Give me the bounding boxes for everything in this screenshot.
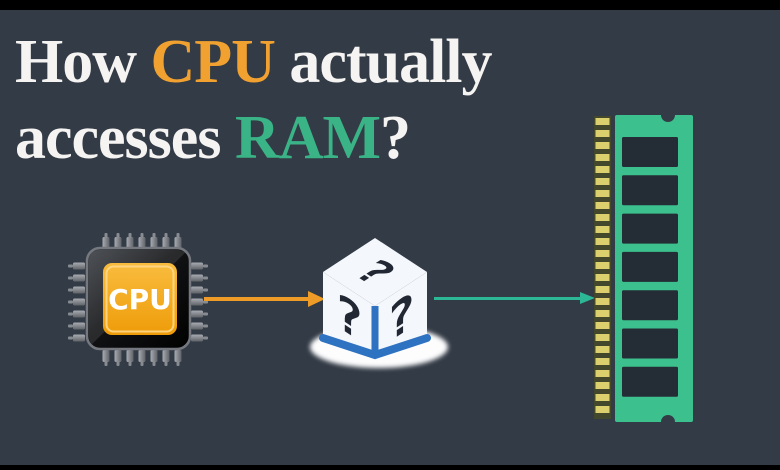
ram-notch-top <box>661 108 675 122</box>
title-line-2: accesses RAM? <box>15 100 575 176</box>
arrow-right-icon <box>580 292 595 304</box>
title-question-mark: ? <box>380 104 411 172</box>
cpu-label: CPU <box>108 283 172 316</box>
ram-stick-icon <box>594 108 693 427</box>
cpu-pins-left <box>68 262 85 342</box>
letterbox-bar-top <box>0 0 780 10</box>
box-to-ram-arrow-line <box>434 297 582 300</box>
title-word-how: How <box>15 28 151 96</box>
title-word-accesses: accesses <box>15 104 235 172</box>
cpu-pins-bottom <box>102 350 182 366</box>
ram-pins <box>595 118 610 413</box>
cpu-pins-right <box>191 262 208 342</box>
ram-notch-bottom <box>661 415 675 427</box>
box-face-left <box>323 272 375 355</box>
box-bottom-edge <box>319 334 431 360</box>
cpu-die-border <box>105 265 175 333</box>
mystery-box-icon: ? ? ? <box>310 238 448 368</box>
cpu-die <box>103 263 177 335</box>
title-word-cpu: CPU <box>150 28 276 96</box>
box-face-right <box>375 272 427 355</box>
title-word-ram: RAM <box>234 104 381 172</box>
cpu-chip-icon: CPU <box>68 233 208 366</box>
ram-chips <box>622 137 678 397</box>
cpu-to-box-arrow-line <box>204 297 310 301</box>
title-word-actually: actually <box>274 28 492 96</box>
cpu-pins-top <box>102 233 182 249</box>
arrow-right-icon <box>308 291 325 307</box>
title-line-1: How CPU actually <box>15 24 575 100</box>
page-title: How CPU actually accesses RAM? <box>15 24 575 176</box>
letterbox-bar-bottom <box>0 465 780 470</box>
box-face-top <box>323 238 427 306</box>
